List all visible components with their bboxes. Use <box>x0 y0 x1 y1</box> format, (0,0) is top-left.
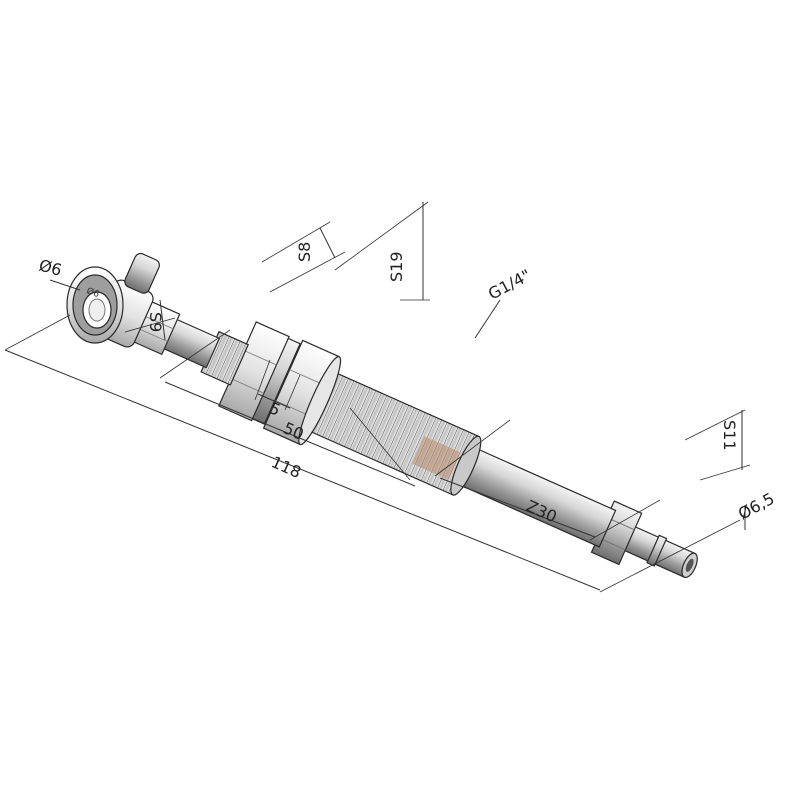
shaft <box>452 444 617 548</box>
dim-118: 118 <box>268 452 304 482</box>
collet-marking: Ø6 <box>85 285 101 300</box>
nut-s19-front <box>262 339 342 446</box>
push-in-collet: Ø6 <box>66 266 124 344</box>
dim-s11: S11 <box>720 420 739 451</box>
fitting-body <box>94 252 698 579</box>
dim-d6: Ø6 <box>37 256 64 280</box>
dimension-lines <box>4 201 751 593</box>
dim-s19: S19 <box>387 251 406 282</box>
dim-s9: S9 <box>146 312 165 332</box>
dim-thread: G1/4" <box>485 265 534 303</box>
dim-s8: S8 <box>295 242 314 262</box>
dim-d65: Ø6,5 <box>735 489 778 524</box>
